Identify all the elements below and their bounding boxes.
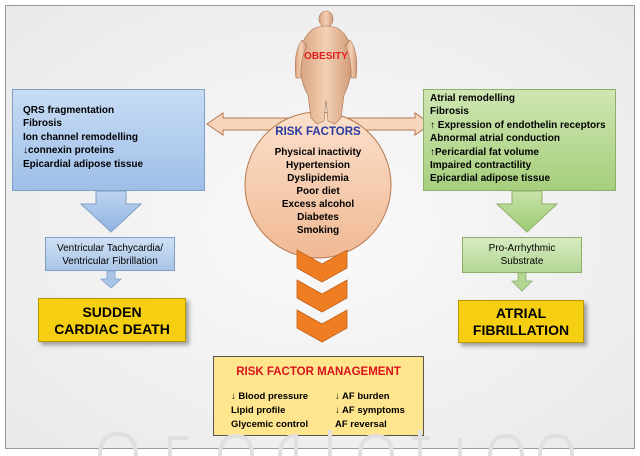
chevron-1: [296, 249, 348, 283]
mechanism-item: Atrial remodelling: [430, 93, 516, 104]
risk-factor-item: Excess alcohol: [281, 199, 355, 210]
risk-factor-item: Smoking: [296, 225, 340, 236]
watermark-graphic: [98, 430, 574, 456]
mechanism-item: ↑Pericardial fat volume: [430, 146, 539, 158]
risk-factors-title: RISK FACTORS: [275, 126, 361, 138]
atrial-substrate-box: Pro-Arrhythmic Substrate: [462, 237, 582, 273]
risk-factors-list: Physical inactivity Hypertension Dyslipi…: [248, 146, 388, 237]
ventricular-mechanisms-box: QRS fragmentation Fibrosis Ion channel r…: [12, 89, 205, 191]
outcome-line: FIBRILLATION: [472, 322, 570, 338]
obesity-label: OBESITY: [304, 51, 348, 62]
substrate-line: Pro-Arrhythmic: [488, 243, 556, 254]
management-item: ↓ AF symptoms: [335, 405, 405, 416]
risk-factor-item: Poor diet: [296, 186, 340, 197]
management-title: RISK FACTOR MANAGEMENT: [236, 366, 401, 378]
arrow-down-left: [79, 190, 143, 233]
mechanism-item: Epicardial adipose tissue: [23, 158, 144, 170]
substrate-line: Substrate: [500, 256, 544, 267]
obesity-figure-icon: [294, 10, 358, 125]
management-item: AF reversal: [335, 419, 387, 430]
chevron-3: [296, 309, 348, 343]
substrate-line: Ventricular Tachycardia/: [57, 243, 163, 254]
chevron-2: [296, 279, 348, 313]
management-item: ↓ AF burden: [335, 391, 390, 402]
risk-factor-item: Dyslipidemia: [287, 173, 349, 184]
atrial-fibrillation-box: ATRIAL FIBRILLATION: [458, 300, 584, 343]
outcome-line: CARDIAC DEATH: [54, 321, 170, 337]
mechanism-item: Fibrosis: [23, 118, 62, 130]
mechanism-item: Fibrosis: [430, 106, 469, 118]
chevron-arrows: [296, 249, 348, 343]
management-item: Lipid profile: [231, 405, 286, 416]
management-item: ↓ Blood pressure: [231, 391, 309, 402]
mechanism-item: Impaired contractility: [430, 160, 532, 172]
mechanism-item: ↓connexin proteins: [23, 145, 115, 157]
mechanism-item: ↑ Expression of endothelin receptors: [430, 119, 606, 131]
risk-factor-item: Physical inactivity: [274, 147, 362, 158]
sudden-cardiac-death-box: SUDDEN CARDIAC DEATH: [38, 298, 186, 342]
arrow-down-left-small: [99, 270, 123, 289]
risk-factor-management-box: RISK FACTOR MANAGEMENT ↓ Blood pressure …: [213, 356, 424, 436]
outcome-line: SUDDEN: [82, 304, 142, 320]
risk-factor-item: Hypertension: [286, 160, 350, 171]
substrate-line: Ventricular Fibrillation: [62, 256, 158, 267]
arrow-down-right-small: [511, 272, 533, 292]
atrial-mechanisms-box: Atrial remodelling Fibrosis ↑ Expression…: [423, 89, 616, 191]
outcome-line: ATRIAL: [495, 305, 547, 321]
mechanism-item: Ion channel remodelling: [23, 131, 139, 143]
mechanism-item: Abnormal atrial conduction: [430, 133, 561, 145]
management-item: Glycemic control: [231, 419, 309, 430]
mechanism-item: Epicardial adipose tissue: [430, 173, 551, 185]
risk-factor-item: Diabetes: [297, 212, 339, 223]
ventricular-substrate-box: Ventricular Tachycardia/ Ventricular Fib…: [45, 237, 175, 271]
mechanism-item: QRS fragmentation: [23, 105, 115, 116]
arrow-down-right: [495, 190, 559, 233]
